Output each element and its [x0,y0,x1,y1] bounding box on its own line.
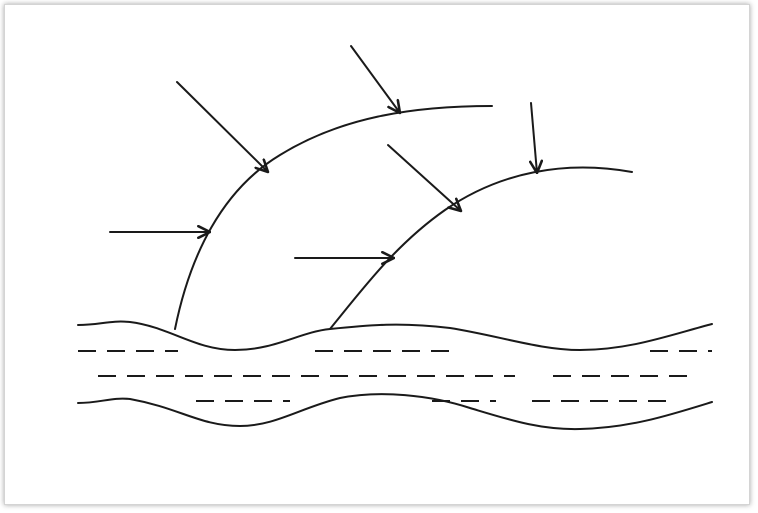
arrows [110,46,537,258]
arrow-6 [531,103,537,173]
arrow-5 [388,145,461,211]
arrow-2 [177,82,268,172]
small-arc [330,168,632,329]
arrow-3 [351,46,400,113]
lower-wavy-surface [78,394,712,429]
large-arc [175,106,492,329]
upper-wavy-surface [78,322,712,350]
